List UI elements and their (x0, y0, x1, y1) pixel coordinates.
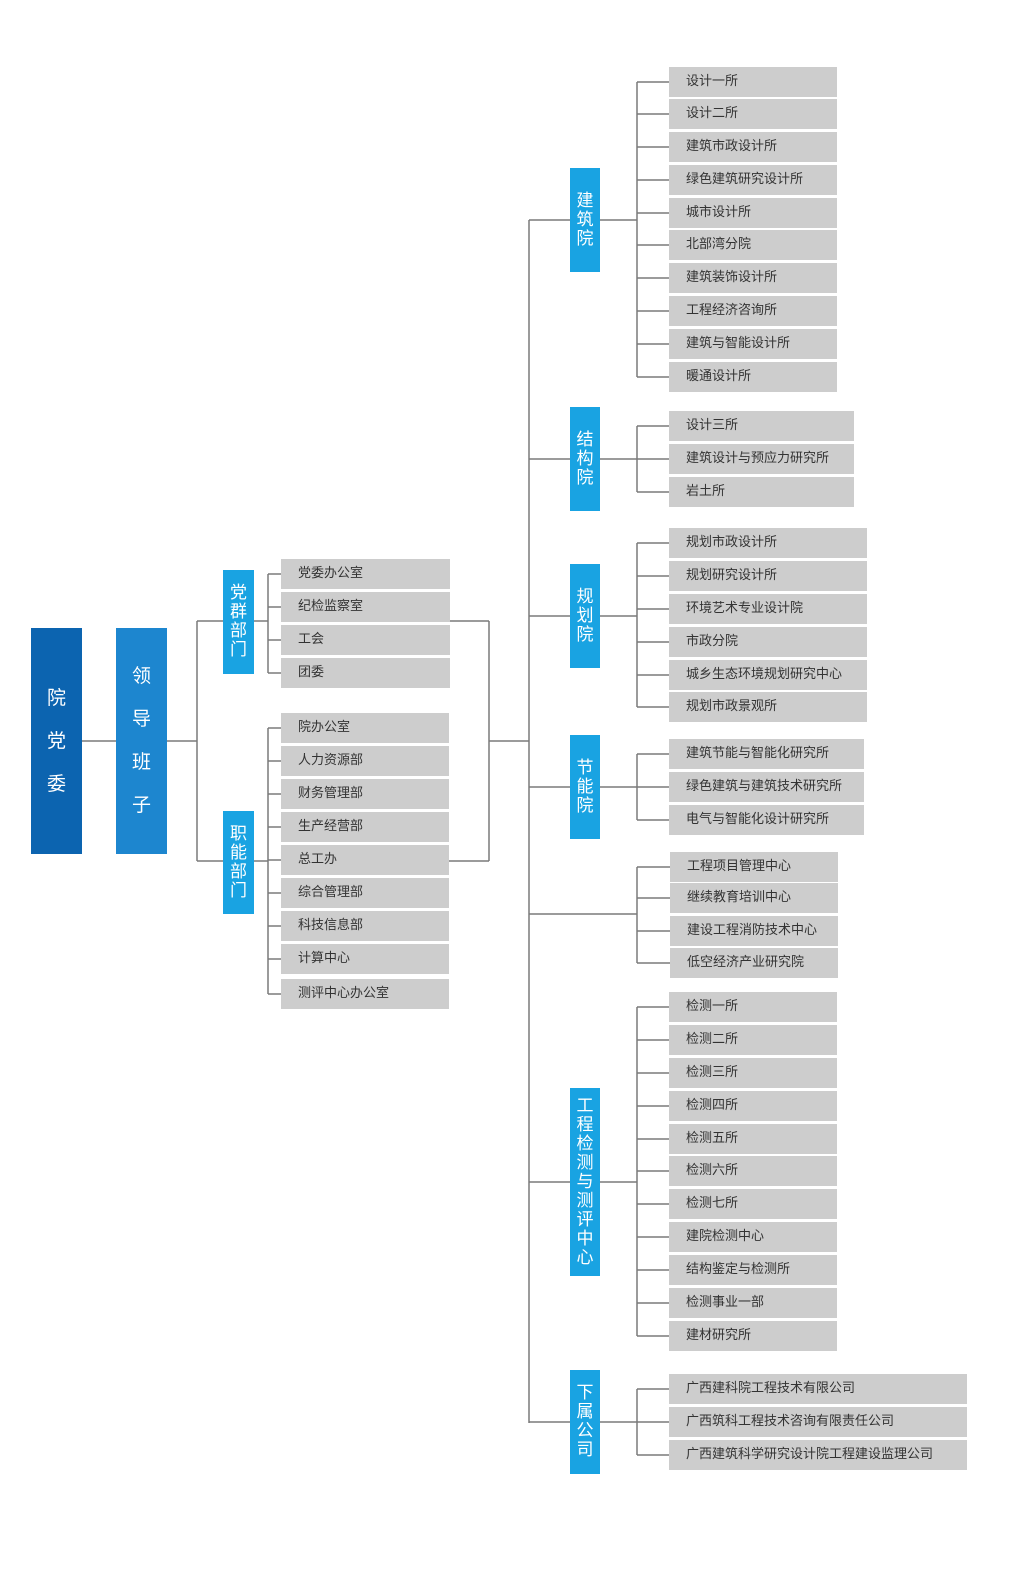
list-item: 生产经营部 (281, 812, 449, 842)
branch-box: 工程检测与测评中心 (570, 1088, 600, 1276)
list-item: 建筑设计与预应力研究所 (669, 444, 854, 474)
list-item: 建材研究所 (669, 1321, 837, 1351)
list-item: 工程经济咨询所 (669, 296, 837, 326)
list-item: 建设工程消防技术中心 (670, 916, 838, 946)
list-item: 建筑装饰设计所 (669, 263, 837, 293)
list-item: 结构鉴定与检测所 (669, 1255, 837, 1285)
list-item: 检测七所 (669, 1189, 837, 1219)
list-item: 检测五所 (669, 1124, 837, 1154)
branch-box: 结构院 (570, 407, 600, 511)
list-item: 广西建筑科学研究设计院工程建设监理公司 (669, 1440, 967, 1470)
list-item: 科技信息部 (281, 911, 449, 941)
list-item: 设计三所 (669, 411, 854, 441)
list-item: 北部湾分院 (669, 230, 837, 260)
list-item: 城市设计所 (669, 198, 837, 228)
list-item: 广西建科院工程技术有限公司 (669, 1374, 967, 1404)
list-item: 规划市政设计所 (669, 528, 867, 558)
list-item: 工程项目管理中心 (670, 852, 838, 882)
list-item: 团委 (281, 658, 450, 688)
leadership-box: 领导班子 (116, 628, 167, 854)
list-item: 设计一所 (669, 67, 837, 97)
list-item: 建院检测中心 (669, 1222, 837, 1252)
party-group-box: 党群部门 (223, 570, 254, 674)
list-item: 测评中心办公室 (281, 979, 449, 1009)
root-box: 院党委 (31, 628, 82, 854)
branch-box: 建筑院 (570, 168, 600, 272)
list-item: 继续教育培训中心 (670, 883, 838, 913)
list-item: 岩土所 (669, 477, 854, 507)
list-item: 市政分院 (669, 627, 867, 657)
list-item: 综合管理部 (281, 878, 449, 908)
list-item: 计算中心 (281, 944, 449, 974)
list-item: 检测三所 (669, 1058, 837, 1088)
list-item: 检测二所 (669, 1025, 837, 1055)
list-item: 建筑与智能设计所 (669, 329, 837, 359)
list-item: 规划研究设计所 (669, 561, 867, 591)
list-item: 院办公室 (281, 713, 449, 743)
list-item: 环境艺术专业设计院 (669, 594, 867, 624)
list-item: 绿色建筑研究设计所 (669, 165, 837, 195)
list-item: 广西筑科工程技术咨询有限责任公司 (669, 1407, 967, 1437)
list-item: 建筑节能与智能化研究所 (669, 739, 864, 769)
functional-box: 职能部门 (223, 811, 254, 914)
list-item: 检测事业一部 (669, 1288, 837, 1318)
list-item: 纪检监察室 (281, 592, 450, 622)
list-item: 电气与智能化设计研究所 (669, 805, 864, 835)
list-item: 工会 (281, 625, 450, 655)
branch-box: 规划院 (570, 564, 600, 668)
branch-box: 下属公司 (570, 1370, 600, 1474)
list-item: 检测六所 (669, 1156, 837, 1186)
list-item: 建筑市政设计所 (669, 132, 837, 162)
list-item: 暖通设计所 (669, 362, 837, 392)
branch-box: 节能院 (570, 735, 600, 839)
list-item: 规划市政景观所 (669, 692, 867, 722)
list-item: 绿色建筑与建筑技术研究所 (669, 772, 864, 802)
list-item: 低空经济产业研究院 (670, 948, 838, 978)
list-item: 检测四所 (669, 1091, 837, 1121)
list-item: 人力资源部 (281, 746, 449, 776)
list-item: 财务管理部 (281, 779, 449, 809)
list-item: 城乡生态环境规划研究中心 (669, 660, 867, 690)
list-item: 党委办公室 (281, 559, 450, 589)
list-item: 检测一所 (669, 992, 837, 1022)
list-item: 设计二所 (669, 99, 837, 129)
list-item: 总工办 (281, 845, 449, 875)
